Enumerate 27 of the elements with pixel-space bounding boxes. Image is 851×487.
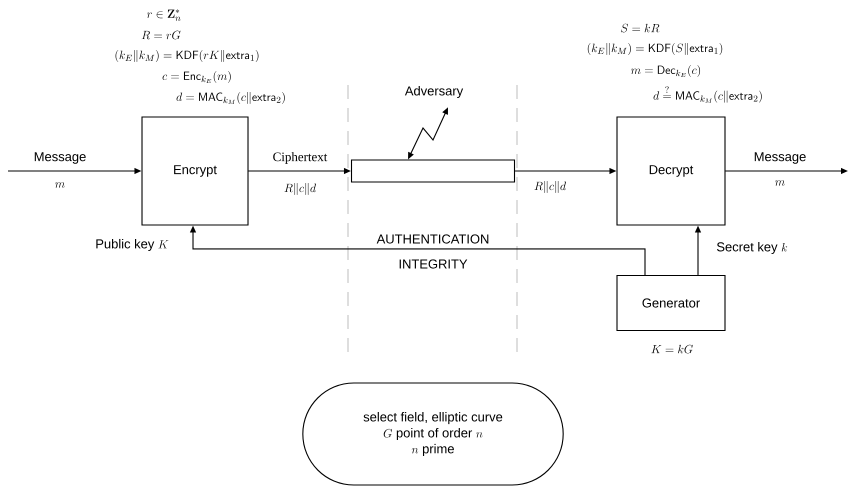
adversary-label: Adversary	[404, 86, 464, 98]
equation: $R = rG$	[142, 30, 180, 40]
math-label: $m$	[55, 182, 65, 188]
rounded-box: $\text{select field, elliptic curve}$ $G\text{ point of order }n$ $n\text{ prime}$	[302, 382, 564, 486]
region-label: AUTHENTICATION	[376, 234, 488, 244]
process-box: Encrypt	[141, 116, 249, 226]
equation: $(k_E \| k_M) = \mathsf{KDF}(rK \| \mathsf{extra}_1)$	[116, 50, 258, 62]
equation: $(k_E \| k_M) = \mathsf{KDF}(S \| \mathsf{extra}_1)$	[588, 43, 722, 55]
equation: $S = kR$	[621, 24, 660, 32]
equation: $c = \mathsf{Enc}_{k_E}(m)$	[162, 70, 231, 84]
math-label: $m$	[775, 180, 785, 186]
math-label: $R \| c \| d$	[284, 183, 316, 195]
equation: $r \in \mathbf{Z}_n^*$	[147, 9, 180, 21]
math-label: $R \| c \| d$	[534, 181, 566, 193]
equation: $K = kG$	[651, 344, 693, 354]
equation: $d = \mathsf{MAC}_{k_M}(c \| \mathsf{extra}_2)$	[176, 92, 285, 104]
equation: $d \stackrel{?}{=} \mathsf{MAC}_{k_M}(c \| \mathsf{extra}_2)$	[654, 86, 762, 103]
edge-label: $\text{Public key } K$	[96, 238, 168, 252]
edge-label: $\text{Secret key } k$	[716, 242, 788, 254]
equation: $m = \mathsf{Dec}_{k_E}(c)$	[631, 64, 700, 78]
process-box: Decrypt	[616, 116, 726, 226]
edge-label: Message	[754, 152, 806, 164]
edge-label: Message	[34, 152, 86, 164]
region-label: INTEGRITY	[400, 259, 468, 269]
edge-label: Ciphertext	[273, 152, 328, 164]
channel-bar	[350, 159, 516, 183]
generator-box: Generator	[616, 274, 726, 332]
